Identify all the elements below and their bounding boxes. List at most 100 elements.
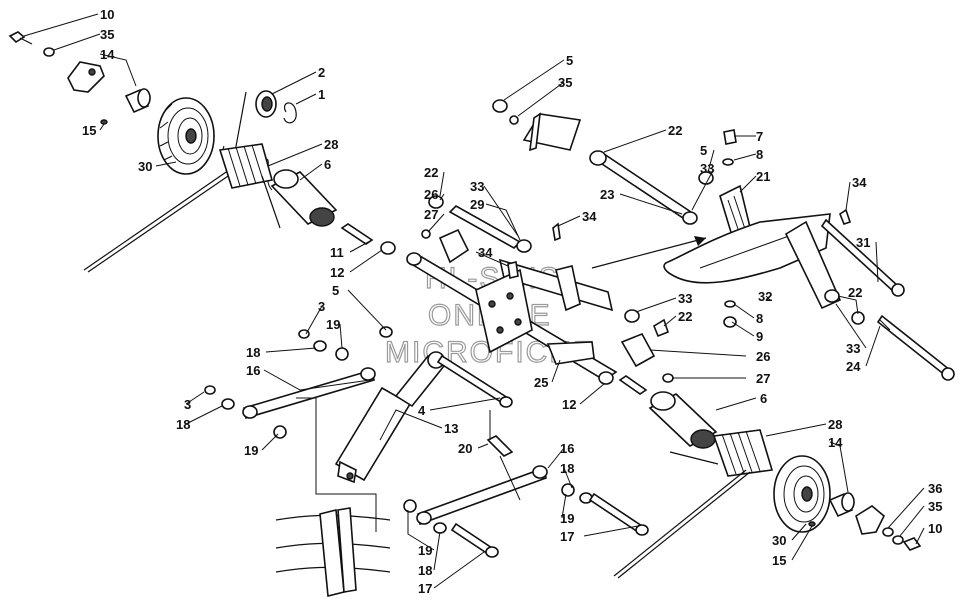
bolt-34-right — [839, 208, 852, 225]
callout-15-lower: 15 — [772, 553, 786, 568]
callout-16-lower: 16 — [560, 441, 574, 456]
guide-line-left — [296, 397, 377, 532]
washer-36 — [882, 527, 894, 537]
pin-15-upper — [100, 119, 108, 125]
callout-12-lower: 12 — [562, 397, 576, 412]
callout-15-upper: 15 — [82, 123, 96, 138]
guide-line-center — [489, 410, 521, 501]
washer-35-lower — [892, 535, 904, 545]
callout-23: 23 — [600, 187, 614, 202]
washer-8-upper — [722, 158, 734, 166]
bolt-10-lower — [902, 537, 922, 551]
callout-8-upper: 8 — [756, 147, 763, 162]
callout-7: 7 — [756, 129, 763, 144]
callout-18-lower: 18 — [176, 417, 190, 432]
callouts: 10 35 14 15 30 2 1 28 6 5 35 22 7 5 8 33… — [82, 7, 942, 596]
callout-35-lower: 35 — [928, 499, 942, 514]
callout-5-upper: 5 — [566, 53, 573, 68]
callout-33-center: 33 — [678, 291, 692, 306]
callout-14-lower: 14 — [828, 435, 843, 450]
washer-8-lower — [724, 300, 736, 308]
callout-19-left: 19 — [418, 543, 432, 558]
link-16-lower — [416, 465, 548, 526]
nut-9 — [723, 316, 737, 328]
rail-clip — [522, 112, 582, 152]
bolt-3-upper — [298, 329, 310, 339]
bushing-22-upper — [428, 195, 444, 209]
bolt-4 — [436, 354, 513, 408]
collar-12-lower — [598, 371, 614, 385]
callout-22-center: 22 — [678, 309, 692, 324]
washer-18-lower — [221, 398, 235, 410]
slide-skid-32 — [663, 213, 831, 284]
callout-22-right: 22 — [848, 285, 862, 300]
bolt-31 — [820, 218, 905, 297]
spacer-tube-upper — [270, 169, 338, 227]
callout-28-lower: 28 — [828, 417, 842, 432]
bracket-14-lower — [855, 505, 885, 535]
nut-5-upper — [492, 99, 508, 113]
callout-4: 4 — [418, 403, 426, 418]
callout-34-left: 34 — [478, 245, 493, 260]
bracket-14-upper — [67, 61, 105, 93]
callout-19-right: 19 — [560, 511, 574, 526]
snap-ring-1 — [283, 102, 297, 124]
pin-15-lower — [808, 521, 816, 527]
callout-12-upper: 12 — [330, 265, 344, 280]
callout-30-upper: 30 — [138, 159, 152, 174]
bolt-24 — [876, 314, 955, 381]
bracket-26-lower — [620, 332, 656, 368]
bolt-7 — [723, 129, 737, 145]
callout-34-center: 34 — [582, 209, 597, 224]
bolt-3-lower — [204, 385, 216, 395]
bolt-34-left — [507, 261, 519, 279]
bushing-lower — [828, 492, 855, 518]
cross-shaft — [406, 252, 618, 381]
callout-26-lower: 26 — [756, 349, 770, 364]
callout-35-right: 35 — [558, 75, 572, 90]
idler-wheel-lower — [773, 455, 831, 533]
callout-33-left: 33 — [470, 179, 484, 194]
bolt-22-center — [653, 318, 669, 338]
callout-18-left: 18 — [418, 563, 432, 578]
callout-5-right: 5 — [700, 143, 707, 158]
callout-2: 2 — [318, 65, 325, 80]
bearing-2 — [255, 90, 277, 118]
callout-11: 11 — [330, 245, 344, 260]
sleeve-29 — [448, 205, 532, 253]
bracket-26-upper — [438, 228, 470, 264]
callout-36: 36 — [928, 481, 942, 496]
callout-14-upper: 14 — [100, 47, 115, 62]
washer-18-right — [579, 492, 593, 504]
callout-22-upper: 22 — [668, 123, 682, 138]
callout-17-left: 17 — [418, 581, 432, 596]
bushing-19-left — [403, 499, 417, 513]
callout-20: 20 — [458, 441, 472, 456]
bolt-34-center — [552, 222, 561, 242]
callout-22-left: 22 — [424, 165, 438, 180]
torsion-spring-upper — [83, 91, 281, 273]
callout-19-upper: 19 — [326, 317, 340, 332]
bushing-33-right — [824, 289, 840, 303]
callout-27-lower: 27 — [756, 371, 770, 386]
link-16-upper — [242, 367, 376, 420]
nut-5-center — [379, 326, 393, 338]
callout-10-lower: 10 — [928, 521, 942, 536]
callout-3-upper: 3 — [318, 299, 325, 314]
bolt-17-left — [450, 522, 499, 558]
arm-right — [784, 220, 842, 310]
spacer-tube-lower — [648, 391, 718, 449]
bolt-17-right — [588, 492, 649, 536]
callout-10-upper: 10 — [100, 7, 114, 22]
callout-18-upper: 18 — [246, 345, 260, 360]
leader-lines — [23, 13, 925, 589]
bolt-10-upper — [8, 31, 33, 45]
washer-35-upper — [43, 47, 55, 57]
pin-lower — [618, 375, 648, 395]
arrow-line — [591, 237, 707, 269]
frame-section — [275, 507, 391, 598]
callout-9: 9 — [756, 329, 763, 344]
callout-26-upper: 26 — [424, 187, 438, 202]
parts — [8, 31, 955, 598]
